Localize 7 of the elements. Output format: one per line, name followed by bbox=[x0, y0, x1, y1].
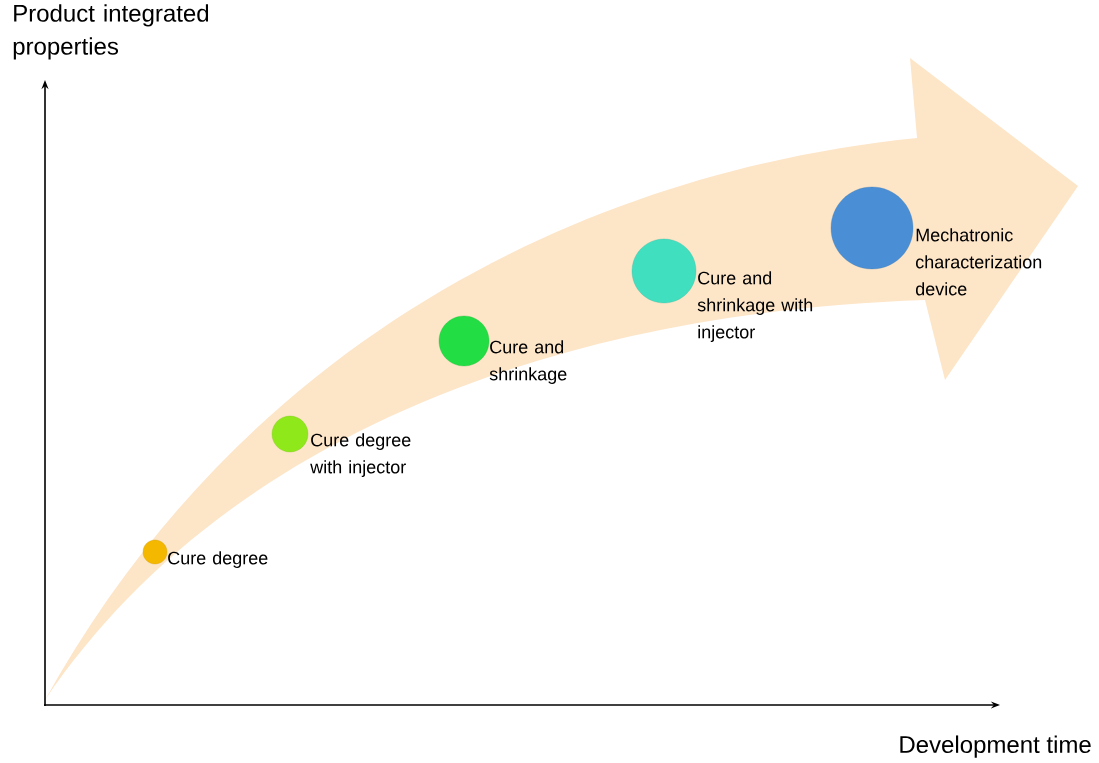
node-label: Mechatronic characterization device bbox=[915, 228, 1042, 296]
node-label: Cure and shrinkage bbox=[489, 340, 567, 384]
axis-label: Product integrated properties bbox=[13, 4, 209, 60]
node-label: Cure and shrinkage with injector bbox=[697, 271, 813, 342]
axis-label: Development time bbox=[900, 735, 1091, 758]
node-label: Cure degree with injector bbox=[310, 433, 411, 477]
node-label: Cure degree bbox=[168, 551, 268, 568]
